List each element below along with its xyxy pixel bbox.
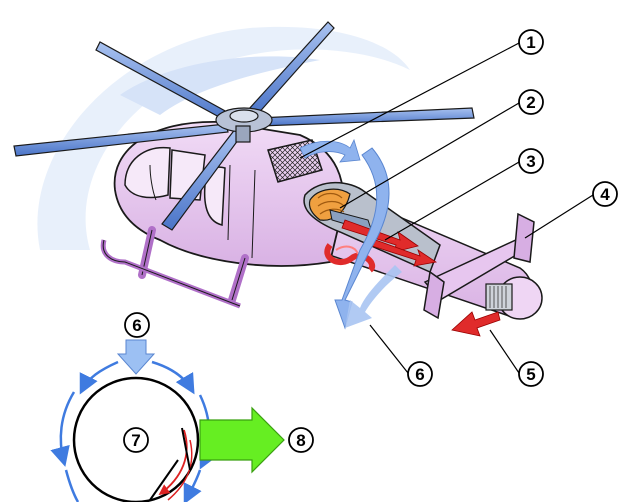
svg-text:4: 4 xyxy=(600,185,610,204)
svg-text:3: 3 xyxy=(526,152,535,171)
callout-8: 8 xyxy=(288,427,314,453)
callout-5: 5 xyxy=(518,361,544,387)
downwash-arrows xyxy=(299,138,402,330)
svg-text:2: 2 xyxy=(526,93,535,112)
landing-skids xyxy=(100,226,249,309)
callout-6-inset: 6 xyxy=(124,312,150,338)
callout-6: 6 xyxy=(407,361,433,387)
svg-text:1: 1 xyxy=(526,33,535,52)
svg-text:7: 7 xyxy=(131,431,140,450)
svg-text:6: 6 xyxy=(132,316,141,335)
internal-airflow-arrows xyxy=(341,219,438,267)
rotor-downwash-swirl xyxy=(37,26,410,251)
coanda-inset xyxy=(50,339,285,502)
main-rotor xyxy=(13,21,475,231)
svg-text:5: 5 xyxy=(526,365,535,384)
svg-text:6: 6 xyxy=(415,365,424,384)
callout-3: 3 xyxy=(518,148,544,174)
direct-jet-thruster xyxy=(485,276,543,320)
tail-thrust-arrow xyxy=(451,311,501,337)
callout-1: 1 xyxy=(518,29,544,55)
svg-text:8: 8 xyxy=(296,431,305,450)
leader-lines xyxy=(299,42,594,374)
callout-7: 7 xyxy=(123,427,149,453)
callout-2: 2 xyxy=(518,89,544,115)
callout-4: 4 xyxy=(592,181,618,207)
